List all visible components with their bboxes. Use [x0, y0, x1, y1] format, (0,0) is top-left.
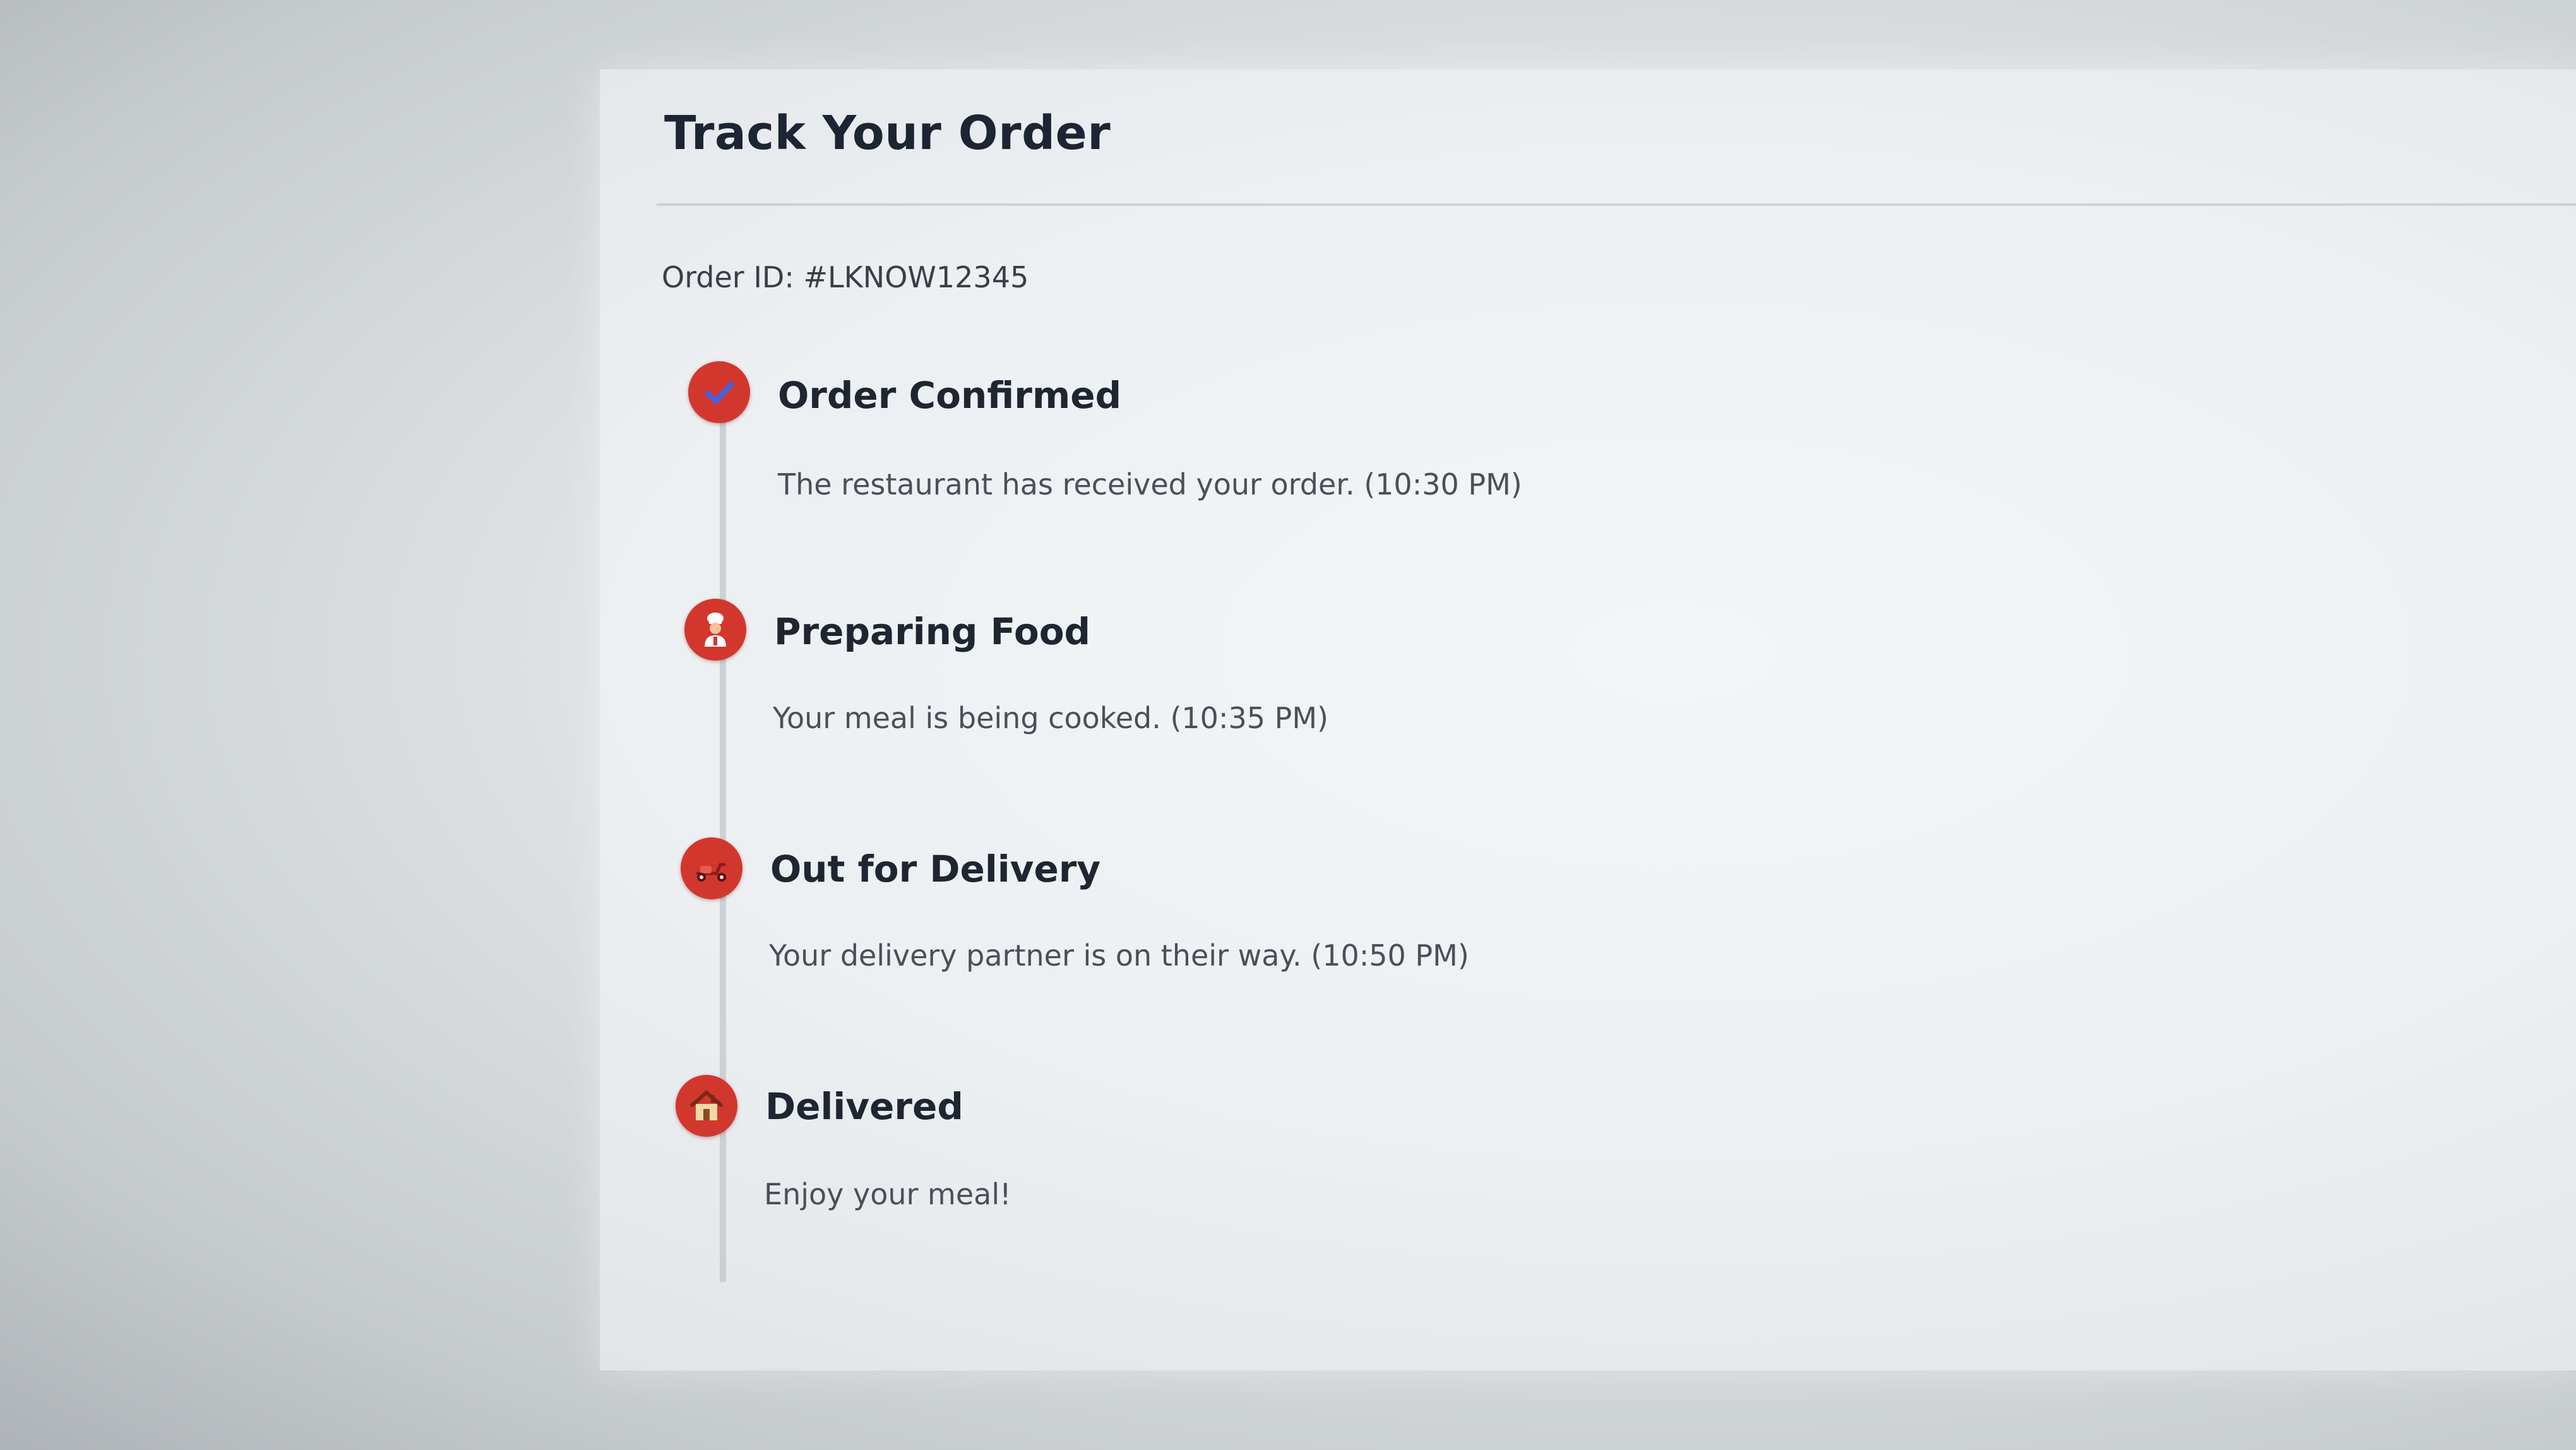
step-title: Out for Delivery: [770, 848, 1101, 890]
timeline-line: [720, 385, 726, 1282]
step-description: Your meal is being cooked. (10:35 PM): [773, 701, 1328, 735]
page-title: Track Your Order: [664, 106, 1111, 160]
step-title: Delivered: [765, 1085, 963, 1128]
step-description: The restaurant has received your order. …: [778, 467, 1522, 501]
title-divider: [657, 203, 2576, 206]
step-description: Your delivery partner is on their way. (…: [769, 938, 1469, 973]
step-title: Order Confirmed: [778, 374, 1122, 417]
check-icon: [688, 361, 750, 423]
scooter-icon: [681, 837, 742, 899]
order-id: Order ID: #LKNOW12345: [662, 260, 1029, 294]
step-description: Enjoy your meal!: [764, 1177, 1011, 1211]
house-icon: [676, 1075, 737, 1137]
chef-icon: [684, 599, 746, 661]
order-tracking-card: [600, 69, 2576, 1370]
step-title: Preparing Food: [774, 610, 1091, 653]
